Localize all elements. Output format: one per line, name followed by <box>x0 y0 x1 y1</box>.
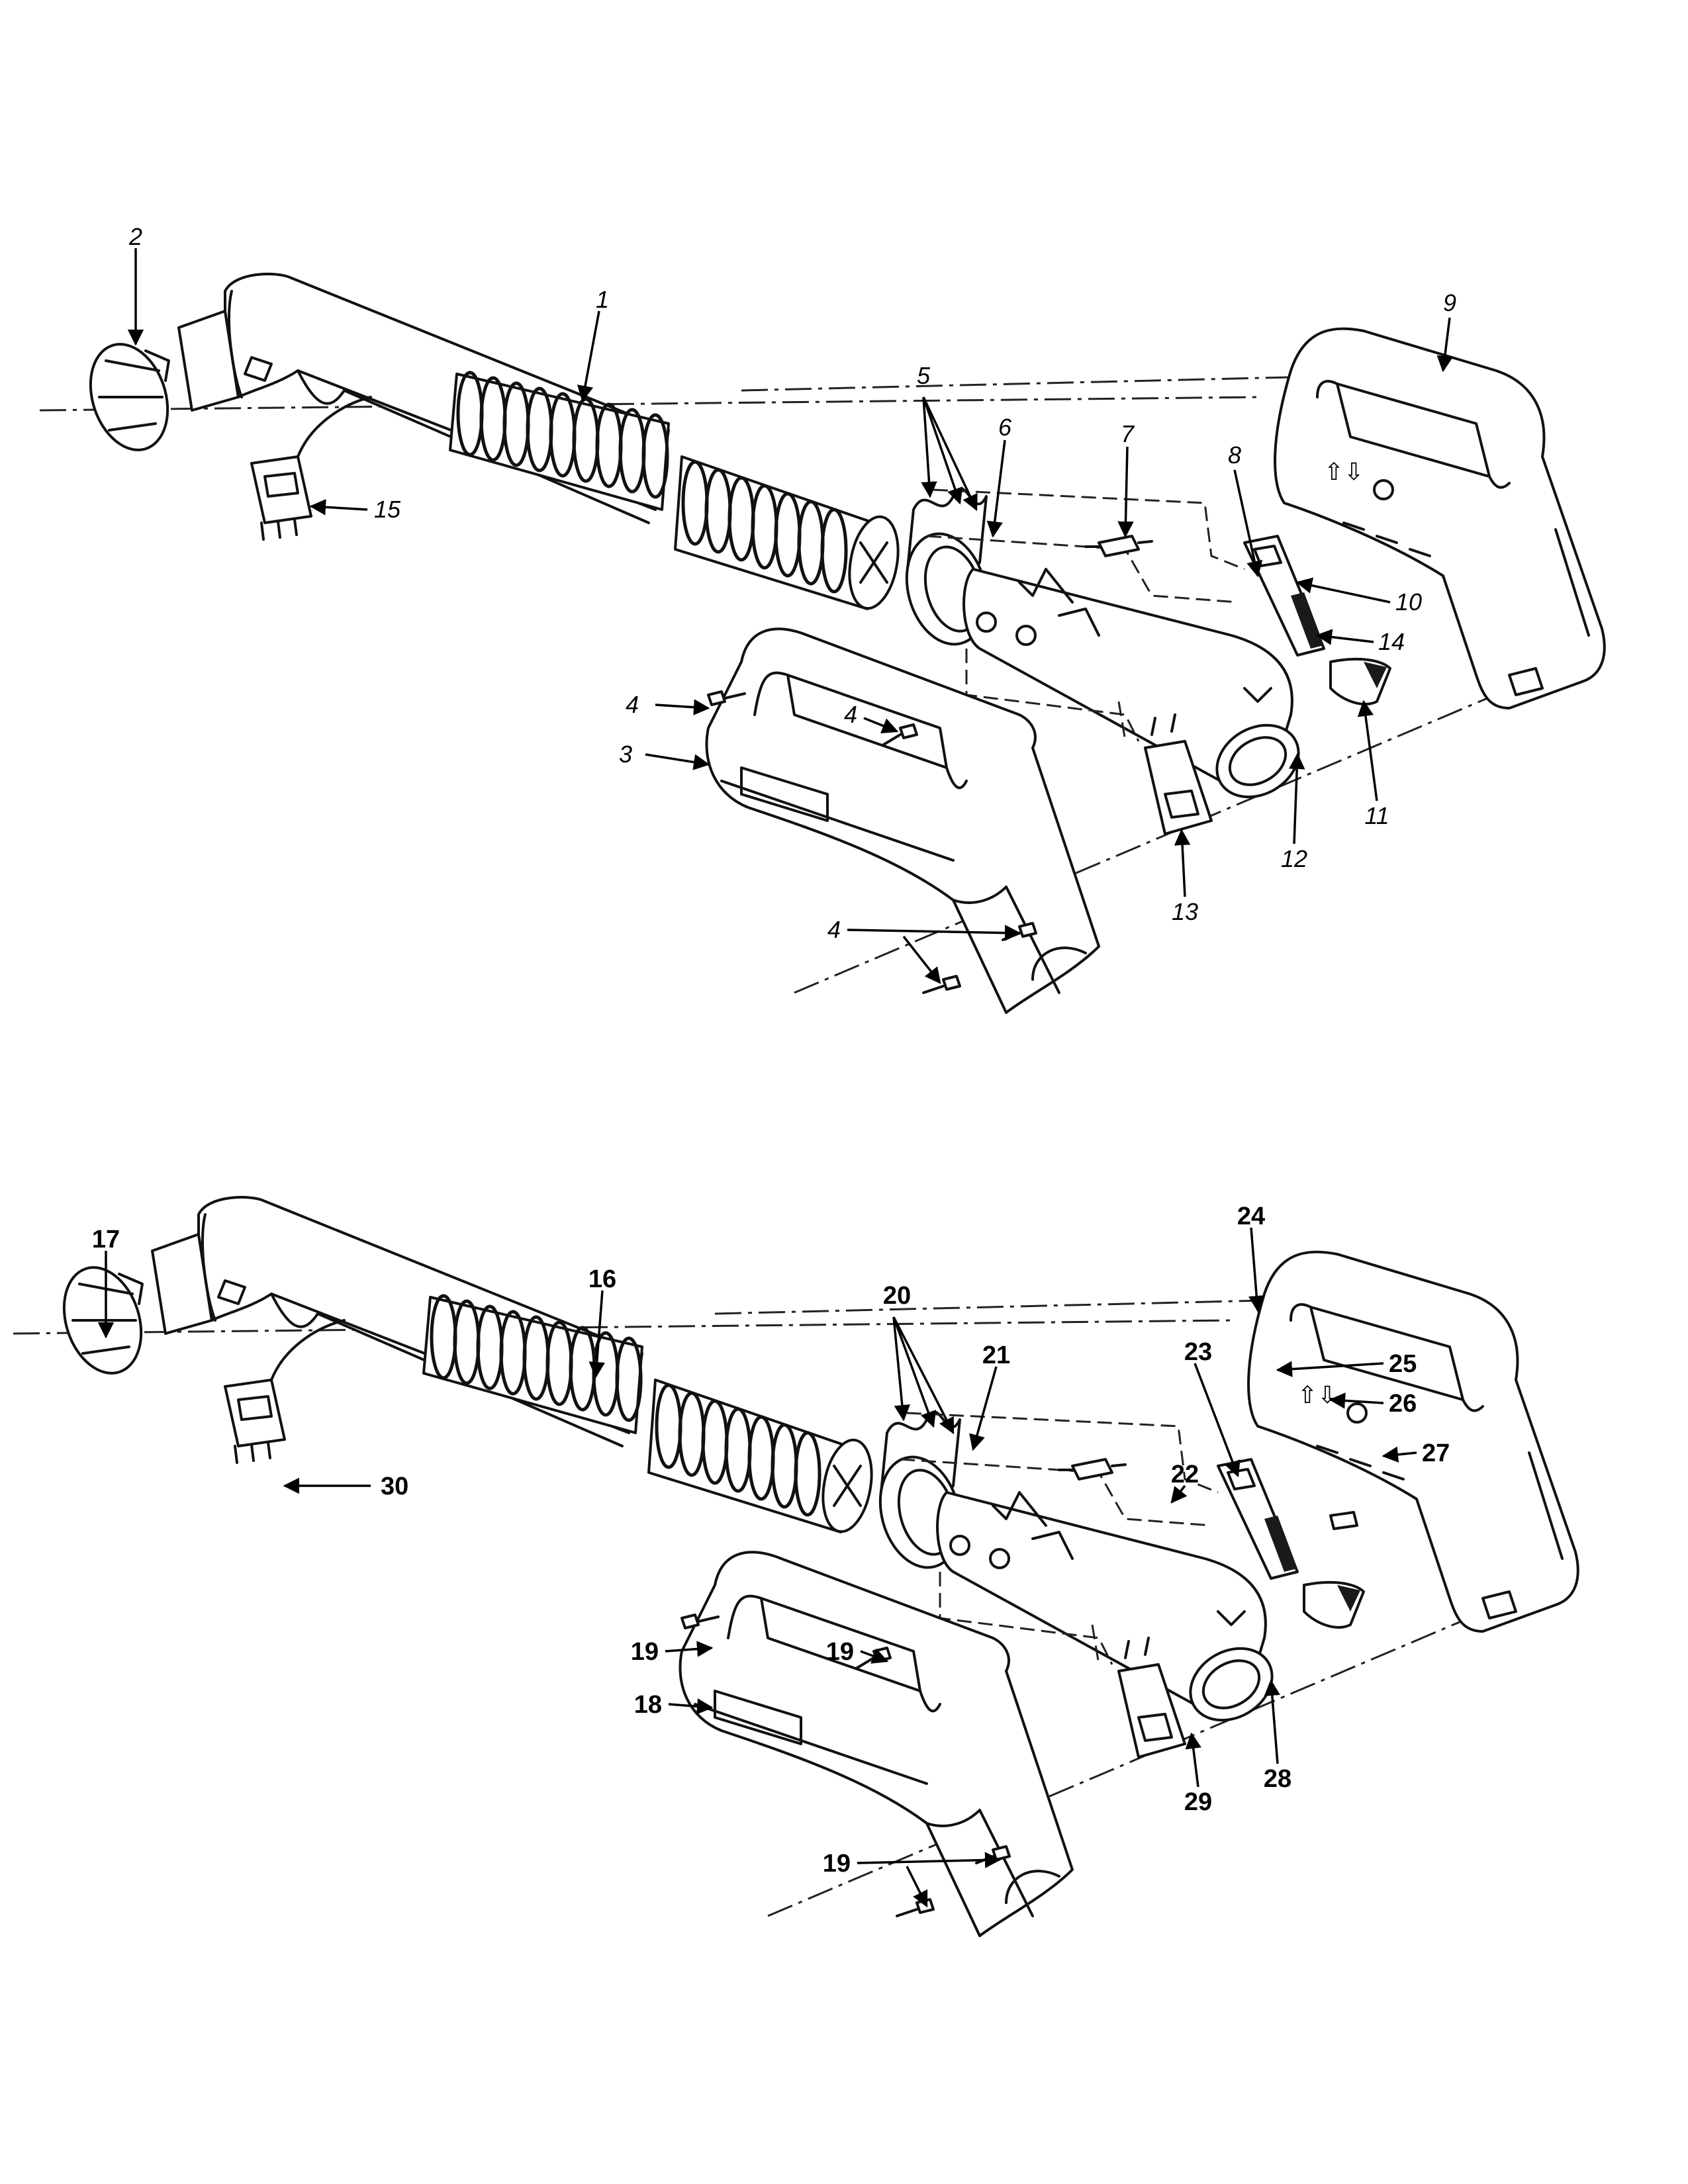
callout-12: 12 <box>1281 845 1307 872</box>
callout-11: 11 <box>1364 802 1389 829</box>
callout-19a: 19 <box>631 1638 659 1666</box>
callout-19c: 19 <box>823 1850 851 1878</box>
callout-16: 16 <box>588 1265 616 1293</box>
callout-5: 5 <box>917 362 931 389</box>
callout-10: 10 <box>1395 588 1422 615</box>
callout-7: 7 <box>1121 420 1135 447</box>
callout-4a: 4 <box>626 691 639 718</box>
callout-30: 30 <box>381 1473 408 1500</box>
callout-26: 26 <box>1389 1390 1417 1418</box>
callout-24: 24 <box>1237 1203 1265 1230</box>
callout-17: 17 <box>92 1226 120 1253</box>
callout-28: 28 <box>1264 1765 1291 1793</box>
callout-8: 8 <box>1228 441 1241 469</box>
small-clip <box>1329 1511 1358 1530</box>
callout-15: 15 <box>374 496 401 523</box>
callout-9: 9 <box>1443 289 1456 316</box>
upper-assembly: 2 1 5 6 7 8 9 10 14 11 12 13 15 4 4 3 4 <box>40 223 1605 1013</box>
callout-23: 23 <box>1184 1338 1212 1366</box>
callout-21: 21 <box>982 1342 1010 1369</box>
callout-20: 20 <box>883 1282 911 1310</box>
callout-4b: 4 <box>844 701 857 728</box>
callout-1: 1 <box>596 286 609 313</box>
callout-6: 6 <box>998 414 1012 441</box>
callout-29: 29 <box>1184 1788 1212 1816</box>
callout-13: 13 <box>1172 898 1198 925</box>
callout-14: 14 <box>1378 628 1405 655</box>
callout-3: 3 <box>619 741 632 768</box>
callout-22: 22 <box>1171 1461 1199 1488</box>
callout-25: 25 <box>1389 1350 1417 1378</box>
callout-27: 27 <box>1422 1439 1450 1467</box>
callout-18: 18 <box>634 1691 662 1719</box>
callout-19b: 19 <box>826 1638 854 1666</box>
lower-assembly: 17 16 20 21 22 23 24 25 26 27 28 29 30 1… <box>13 1197 1578 1936</box>
callout-4c: 4 <box>827 916 841 943</box>
callout-2: 2 <box>128 223 142 250</box>
